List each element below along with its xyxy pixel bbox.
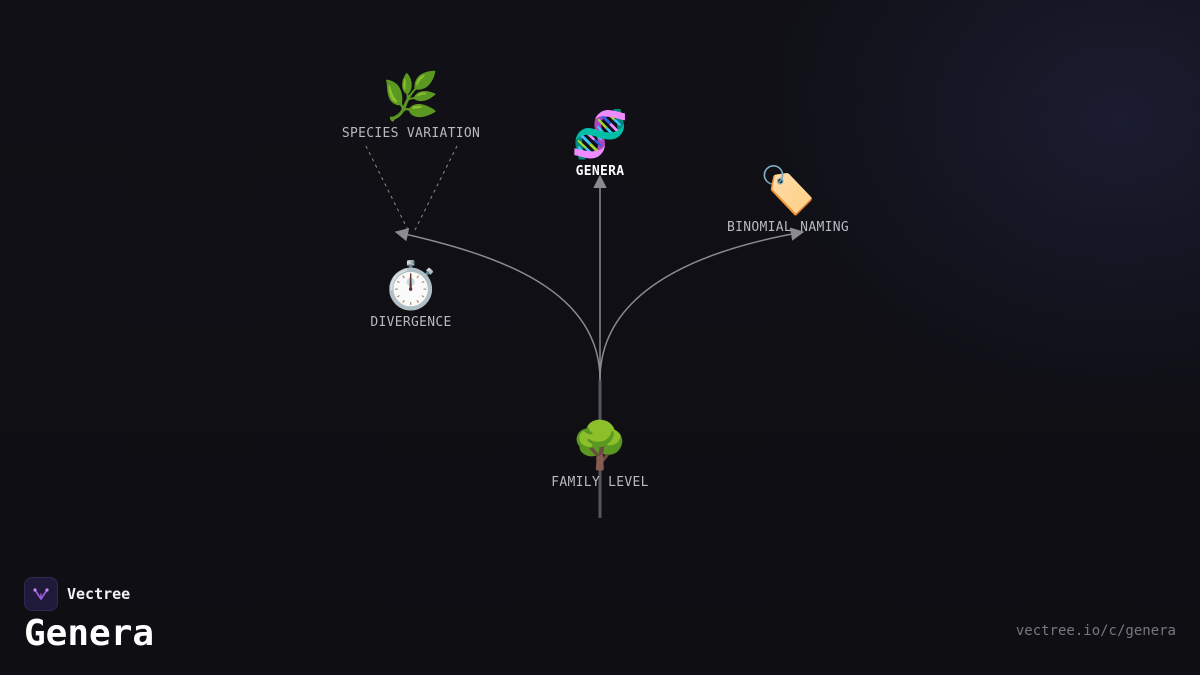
dna-icon: 🧬 — [571, 107, 629, 161]
tree-icon: 🌳 — [571, 418, 629, 472]
page-title: Genera — [24, 613, 155, 654]
node-divergence[interactable]: ⏱️ DIVERGENCE — [370, 259, 451, 330]
node-label: SPECIES VARIATION — [341, 126, 481, 141]
edge-family-binomial — [599, 227, 805, 381]
edge-species-divergence-left — [365, 145, 410, 233]
node-family-level[interactable]: 🌳 FAMILY LEVEL — [551, 419, 649, 490]
node-label: DIVERGENCE — [370, 315, 452, 330]
edge-family-divergence — [394, 228, 601, 381]
herb-icon: 🌿 — [382, 69, 440, 123]
tag-icon: 🏷️ — [759, 163, 817, 217]
page-url[interactable]: vectree.io/c/genera — [1015, 623, 1176, 639]
vectree-logo-icon — [24, 577, 58, 611]
brand[interactable]: Vectree — [24, 577, 130, 611]
node-genera[interactable]: 🧬 GENERA — [571, 108, 628, 179]
node-label: FAMILY LEVEL — [551, 475, 649, 490]
node-species-variation[interactable]: 🌿 SPECIES VARIATION — [342, 70, 480, 141]
stopwatch-icon: ⏱️ — [382, 258, 440, 312]
edge-species-divergence-right — [413, 145, 458, 233]
node-label: GENERA — [575, 164, 625, 179]
node-label: BINOMIAL NAMING — [727, 220, 849, 235]
node-binomial-naming[interactable]: 🏷️ BINOMIAL NAMING — [727, 164, 849, 235]
brand-name: Vectree — [67, 585, 131, 603]
